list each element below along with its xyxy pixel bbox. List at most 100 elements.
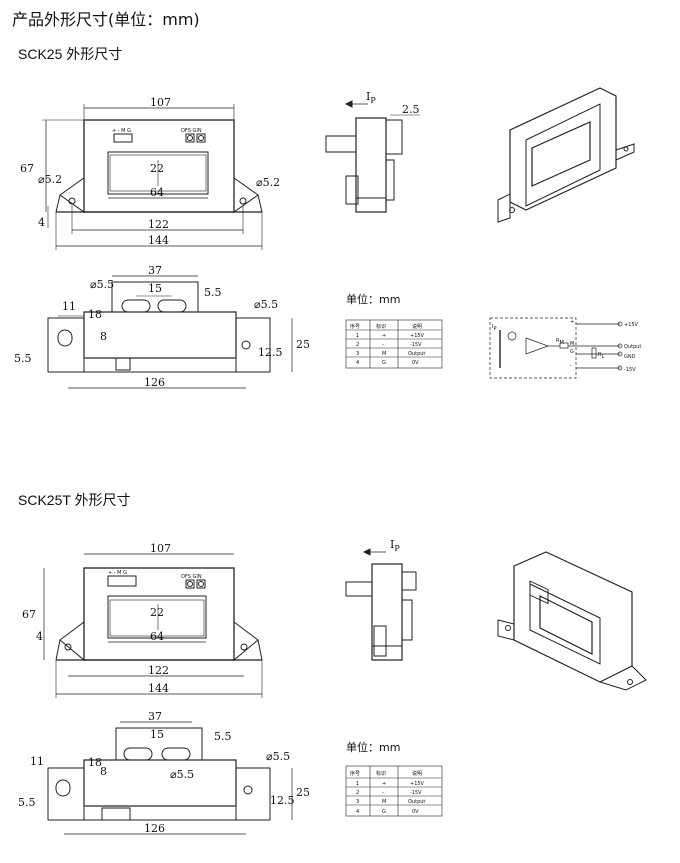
mount-hole-left	[68, 197, 76, 205]
dim-122: 122	[148, 218, 169, 231]
svg-text:18: 18	[88, 756, 102, 769]
circuit-vpos: +15V	[624, 322, 639, 328]
dim-22: 22	[150, 162, 164, 175]
svg-text:2: 2	[356, 790, 359, 796]
dim-2-5: 2.5	[402, 103, 420, 116]
circuit-rm: RM	[556, 338, 564, 346]
svg-text:+: +	[382, 781, 386, 787]
dim-5-5-left: 5.5	[14, 352, 32, 365]
svg-text:-: -	[382, 790, 384, 796]
mount-hole-right	[239, 197, 247, 205]
dim-11: 11	[62, 300, 76, 313]
svg-text:说明: 说明	[412, 770, 422, 777]
svg-text:+ - M G: + - M G	[108, 570, 127, 576]
svg-text:5.5: 5.5	[18, 796, 36, 809]
svg-text:67: 67	[22, 608, 36, 621]
svg-text:3: 3	[356, 799, 359, 805]
svg-text:11: 11	[30, 755, 44, 768]
svg-text:4: 4	[356, 809, 359, 815]
dim-144: 144	[148, 234, 169, 247]
svg-text:G: G	[570, 349, 574, 355]
svg-text:107: 107	[150, 542, 171, 555]
dim-107: 107	[150, 96, 171, 109]
svg-text:2: 2	[356, 342, 359, 348]
svg-text:Output: Output	[408, 799, 425, 805]
svg-text:126: 126	[144, 822, 165, 835]
pin-labels: + - M G	[112, 128, 131, 134]
svg-text:+: +	[382, 333, 386, 339]
circuit-rl: RL	[598, 352, 604, 360]
svg-text:1: 1	[356, 781, 359, 787]
dim-67: 67	[20, 162, 34, 175]
side-ip-label: IP	[366, 90, 376, 105]
svg-text:12.5: 12.5	[270, 794, 295, 807]
dim-25: 25	[296, 338, 310, 351]
sck25-bottom-view: 37 ⌀5.5 15 5.5 ⌀5.5 11 18 8 5.5 25 12.5 …	[14, 264, 310, 389]
svg-text:-: -	[382, 342, 384, 348]
circuit-ip: IP	[492, 324, 497, 332]
svg-text:0V: 0V	[412, 809, 419, 815]
svg-text:144: 144	[148, 682, 169, 695]
svg-text:标识: 标识	[376, 770, 386, 777]
section-title-sck25: SCK25 外形尺寸	[18, 46, 123, 62]
dim-d52-right: ⌀5.2	[256, 176, 280, 189]
svg-text:说明: 说明	[412, 323, 422, 330]
section-title-sck25t: SCK25T 外形尺寸	[18, 492, 131, 508]
dim-d55-top: ⌀5.5	[90, 278, 114, 291]
sck25-front-view: + - M G OFS GIN 107 67 ⌀5.2 ⌀5.2 22 64 1…	[20, 96, 280, 250]
svg-text:序号: 序号	[350, 323, 360, 330]
svg-text:64: 64	[150, 630, 164, 643]
circuit-vneg: -15V	[624, 367, 636, 373]
svg-text:-15V: -15V	[410, 790, 422, 796]
dim-15: 15	[148, 282, 162, 295]
page-title: 产品外形尺寸(单位：mm)	[12, 10, 200, 29]
svg-text:OFS GIN: OFS GIN	[181, 574, 202, 580]
dim-12-5: 12.5	[258, 346, 283, 359]
sck25-iso-view	[497, 87, 635, 223]
dim-8: 8	[100, 330, 107, 343]
dim-d52-left: ⌀5.2	[38, 173, 62, 186]
svg-text:+15V: +15V	[410, 333, 425, 339]
svg-text:-: -	[570, 363, 572, 369]
dim-d55-right: ⌀5.5	[254, 298, 278, 311]
svg-text:3: 3	[356, 351, 359, 357]
svg-text:G: G	[382, 809, 386, 815]
svg-text:5.5: 5.5	[214, 730, 232, 743]
svg-text:M: M	[570, 341, 574, 347]
svg-text:8: 8	[100, 765, 107, 778]
unit-label-1: 单位：mm	[346, 292, 400, 306]
svg-text:序号: 序号	[350, 770, 360, 777]
svg-text:1: 1	[356, 333, 359, 339]
dim-18: 18	[88, 308, 102, 321]
svg-text:37: 37	[148, 710, 162, 723]
circuit-output: Output	[624, 344, 641, 350]
svg-text:+: +	[570, 319, 574, 325]
svg-text:122: 122	[148, 664, 169, 677]
svg-text:22: 22	[150, 606, 164, 619]
pin-connector	[113, 133, 133, 143]
dim-4: 4	[38, 216, 45, 229]
sck25t-iso-view	[497, 551, 647, 691]
adj-labels: OFS GIN	[181, 128, 202, 134]
dim-37: 37	[148, 264, 162, 277]
side-ip-label-2: IP	[390, 538, 400, 553]
svg-text:4: 4	[356, 360, 359, 366]
svg-text:-15V: -15V	[410, 342, 422, 348]
dim-64: 64	[150, 186, 164, 199]
sck25-side-view: IP 2.5	[325, 90, 420, 213]
svg-text:⌀5.5: ⌀5.5	[170, 768, 194, 781]
dim-5-5-top: 5.5	[204, 286, 222, 299]
sck25t-bottom-view: 37 15 ⌀5.5 5.5 ⌀5.5 11 18 8 5.5 25 12.5 …	[18, 710, 310, 835]
dim-126: 126	[144, 376, 165, 389]
sck25t-side-view: IP	[345, 538, 417, 661]
svg-text:4: 4	[36, 630, 43, 643]
svg-text:标识: 标识	[376, 323, 386, 330]
svg-text:+15V: +15V	[410, 781, 425, 787]
svg-text:M: M	[382, 799, 386, 805]
unit-label-2: 单位：mm	[346, 740, 400, 754]
svg-text:25: 25	[296, 786, 310, 799]
svg-text:Output: Output	[408, 351, 425, 357]
svg-text:M: M	[382, 351, 386, 357]
sck25t-front-view: + - M G OFS GIN 107 67 22 64 122 144 4	[22, 542, 263, 698]
